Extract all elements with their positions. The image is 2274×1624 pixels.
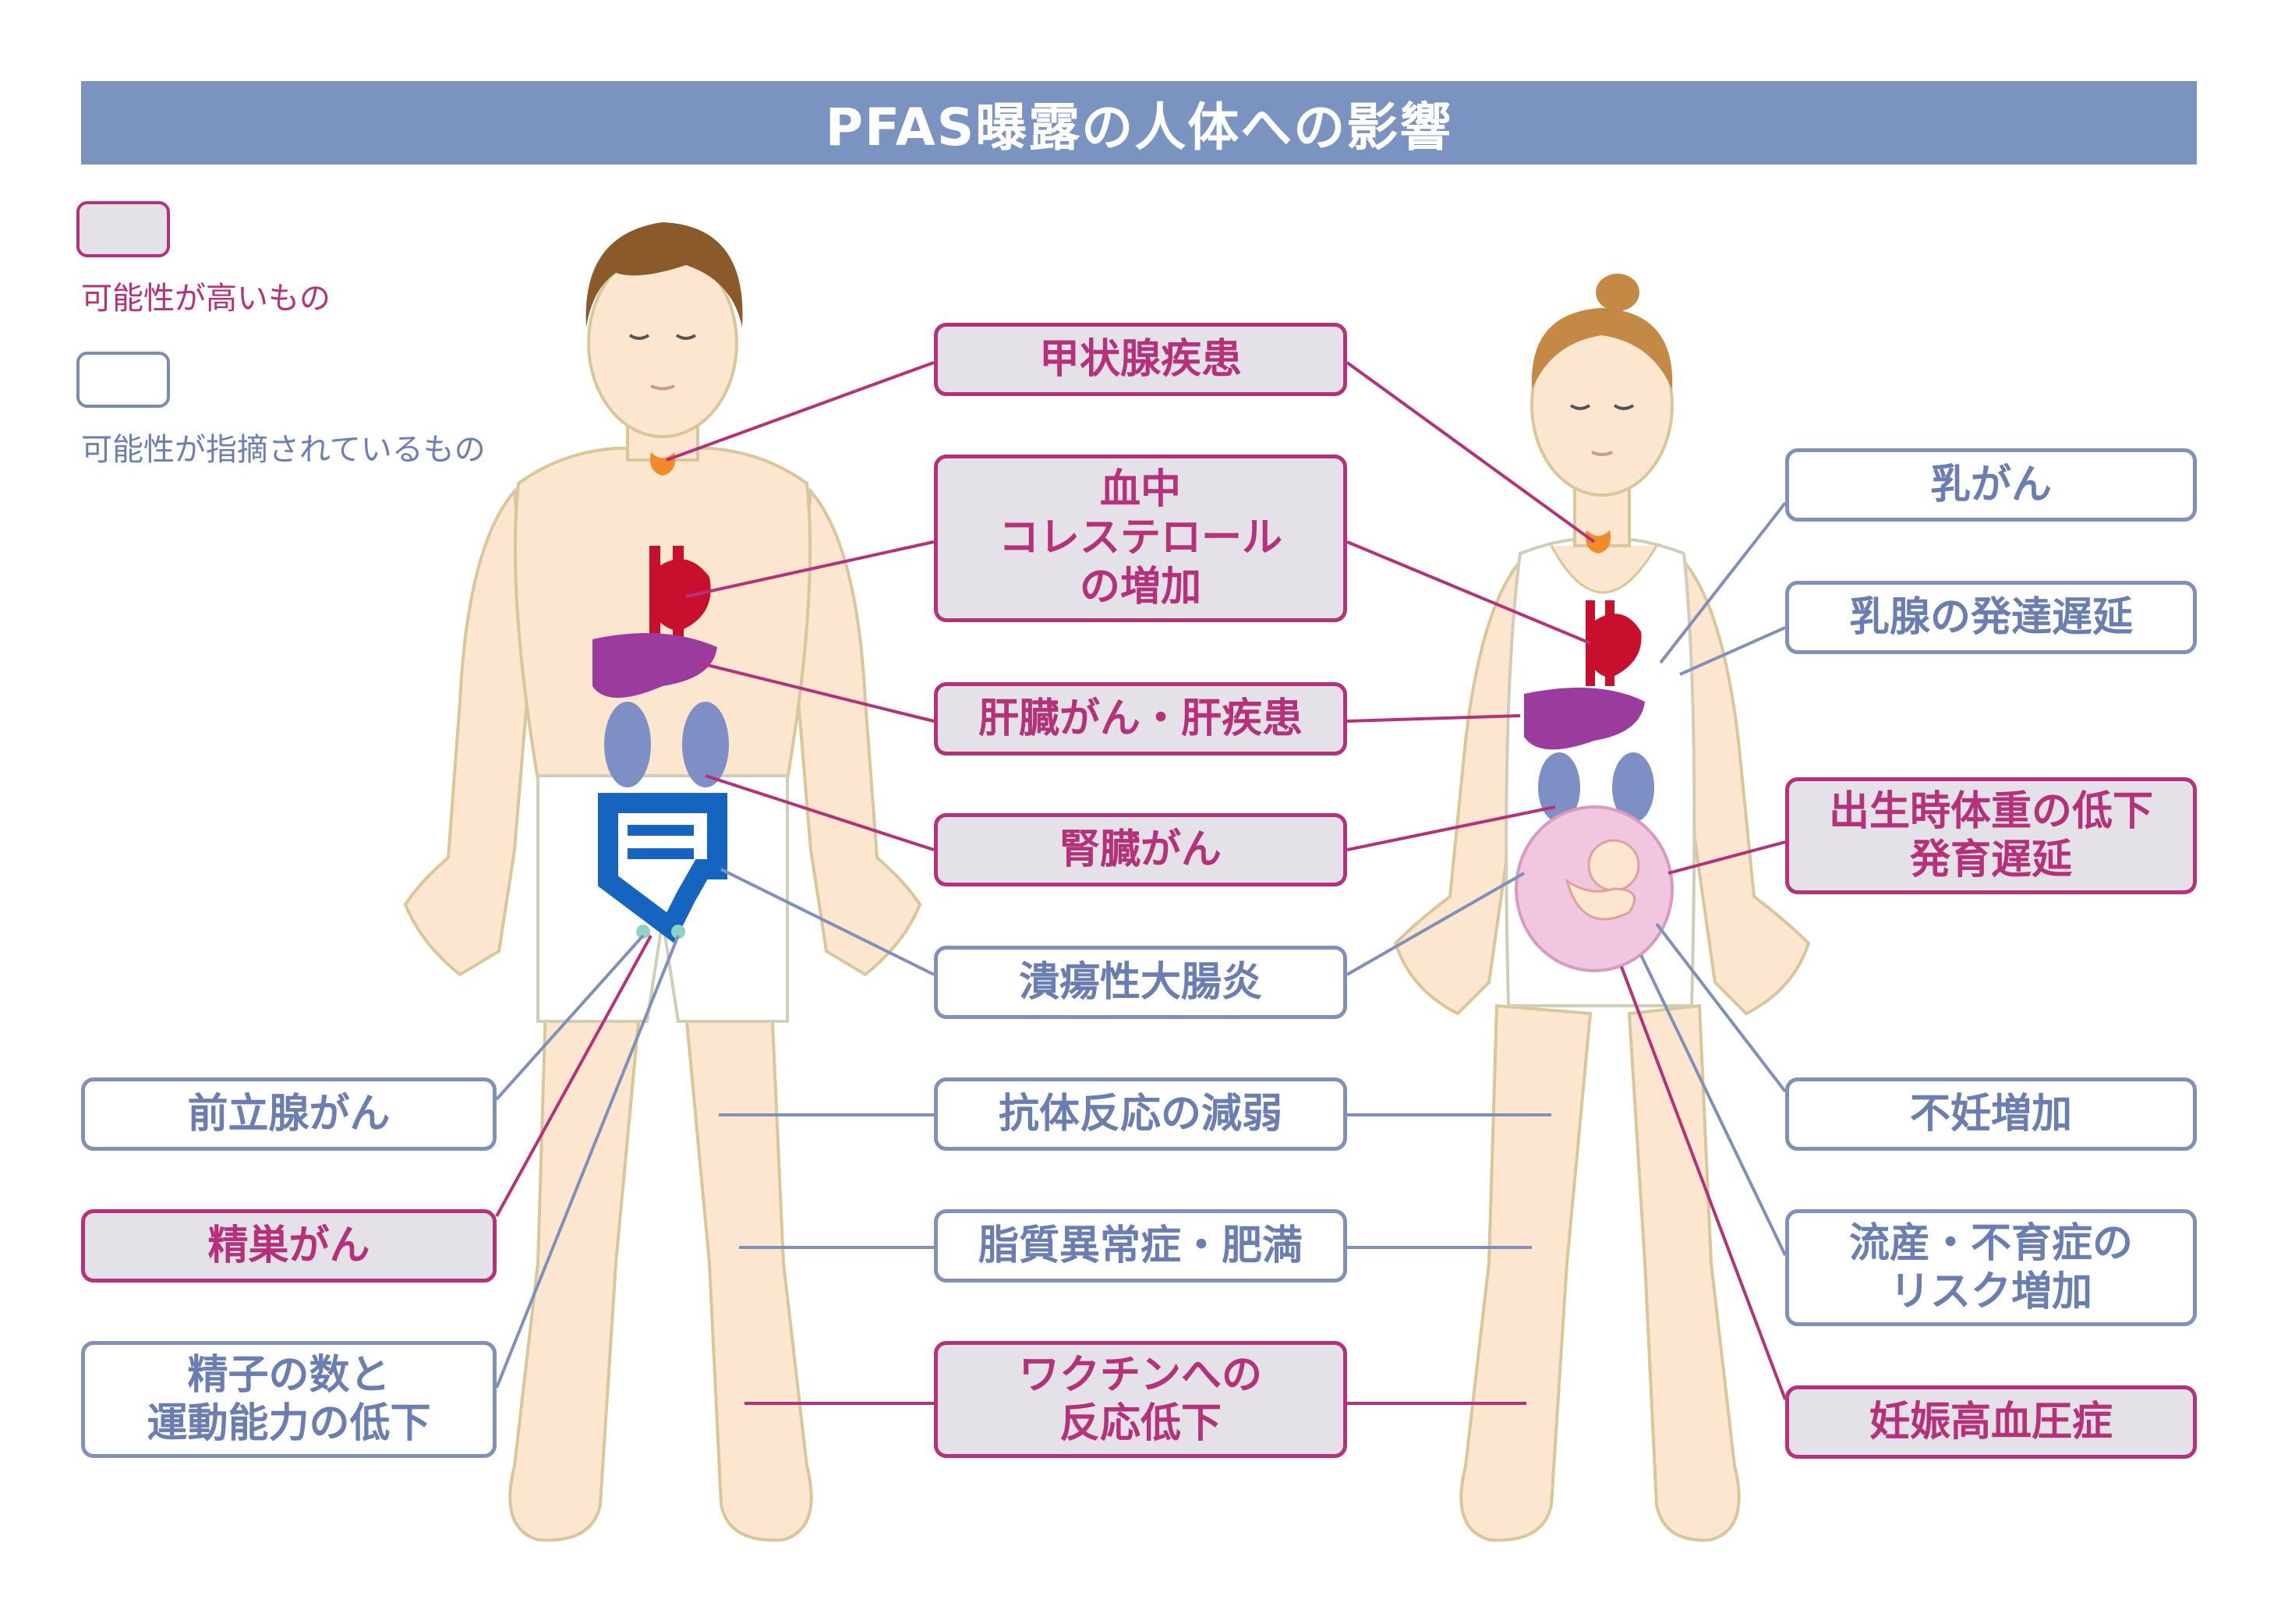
effect-birth-weight: 出生時体重の低下 発育遅延 [1785, 777, 2197, 894]
effect-dyslipidemia: 脂質異常症・肥満 [934, 1209, 1347, 1283]
legend-swatch-high [76, 201, 170, 257]
effect-antibody-response: 抗体反応の減弱 [934, 1077, 1347, 1151]
effect-kidney-cancer: 腎臓がん [934, 813, 1347, 886]
effect-prostate-cancer: 前立腺がん [81, 1077, 497, 1151]
effect-breast-cancer: 乳がん [1785, 448, 2197, 522]
effect-sperm: 精子の数と 運動能力の低下 [81, 1341, 497, 1458]
effect-infertility: 不妊増加 [1785, 1077, 2197, 1151]
male-figure [403, 222, 922, 1542]
effect-preeclampsia: 妊娠高血圧症 [1785, 1385, 2197, 1459]
effect-ulcerative-colitis: 潰瘍性大腸炎 [934, 946, 1347, 1019]
effect-liver-cancer: 肝臓がん・肝疾患 [934, 682, 1347, 755]
effect-thyroid-disease: 甲状腺疾患 [934, 323, 1347, 396]
effect-vaccine-response: ワクチンへの 反応低下 [934, 1341, 1347, 1458]
female-figure [1393, 274, 1811, 1542]
connector-lines [495, 361, 1787, 1405]
legend-label-suggested: 可能性が指摘されているもの [81, 432, 486, 468]
page-title: PFAS曝露の人体への影響 [825, 97, 1453, 157]
effect-mammary-development: 乳腺の発達遅延 [1785, 581, 2197, 654]
title-bar: PFAS曝露の人体への影響 [81, 81, 2197, 165]
effect-blood-cholesterol: 血中 コレステロール の増加 [934, 455, 1347, 622]
effect-miscarriage: 流産・不育症の リスク増加 [1785, 1209, 2197, 1326]
effect-testicular-cancer: 精巣がん [81, 1209, 497, 1283]
legend-label-high: 可能性が高いもの [81, 281, 331, 317]
legend-swatch-suggested [76, 352, 170, 408]
